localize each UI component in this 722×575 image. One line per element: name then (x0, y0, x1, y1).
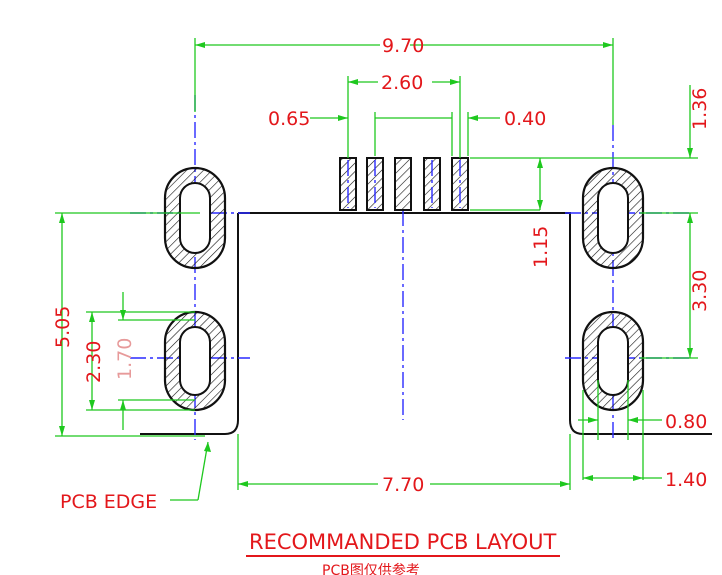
dim-pin-length: 1.15 (530, 226, 552, 268)
connector-body-outline (140, 212, 712, 435)
drawing-title: RECOMMANDED PCB LAYOUT (249, 530, 557, 554)
dim-body-width: 7.70 (382, 474, 424, 496)
dim-slot-vertical-spacing: 3.30 (689, 270, 711, 312)
dim-top-offset: 1.36 (689, 88, 711, 130)
mounting-slot-bottom-left (163, 310, 227, 412)
dimension-lines (55, 38, 698, 501)
dim-slot-outer-length: 2.30 (83, 341, 105, 383)
mounting-slot-top-left (163, 166, 227, 270)
dim-pin-span: 2.60 (381, 72, 423, 94)
signal-pins (339, 157, 469, 211)
mounting-slot-top-right (581, 166, 645, 270)
pin-3 (394, 157, 412, 211)
dim-pin-pitch: 0.65 (268, 108, 310, 130)
pcb-edge-label: PCB EDGE (60, 491, 157, 513)
dim-slot-inner-width: 0.80 (665, 411, 707, 433)
drawing-subtitle: PCB图仅供参考 (322, 562, 420, 575)
dim-pin-width: 0.40 (504, 108, 546, 130)
dim-slot-outer-width: 1.40 (665, 469, 707, 491)
pin-2 (366, 157, 384, 211)
dimension-labels: 9.70 2.60 0.65 0.40 1.36 1.15 3.30 5.05 … (52, 35, 711, 496)
dim-slot-bottom-height: 5.05 (52, 306, 74, 348)
pin-4 (423, 157, 441, 211)
dim-overall-width: 9.70 (382, 35, 424, 57)
dim-slot-inner-length: 1.70 (114, 338, 136, 380)
mounting-slot-bottom-right (581, 310, 645, 412)
